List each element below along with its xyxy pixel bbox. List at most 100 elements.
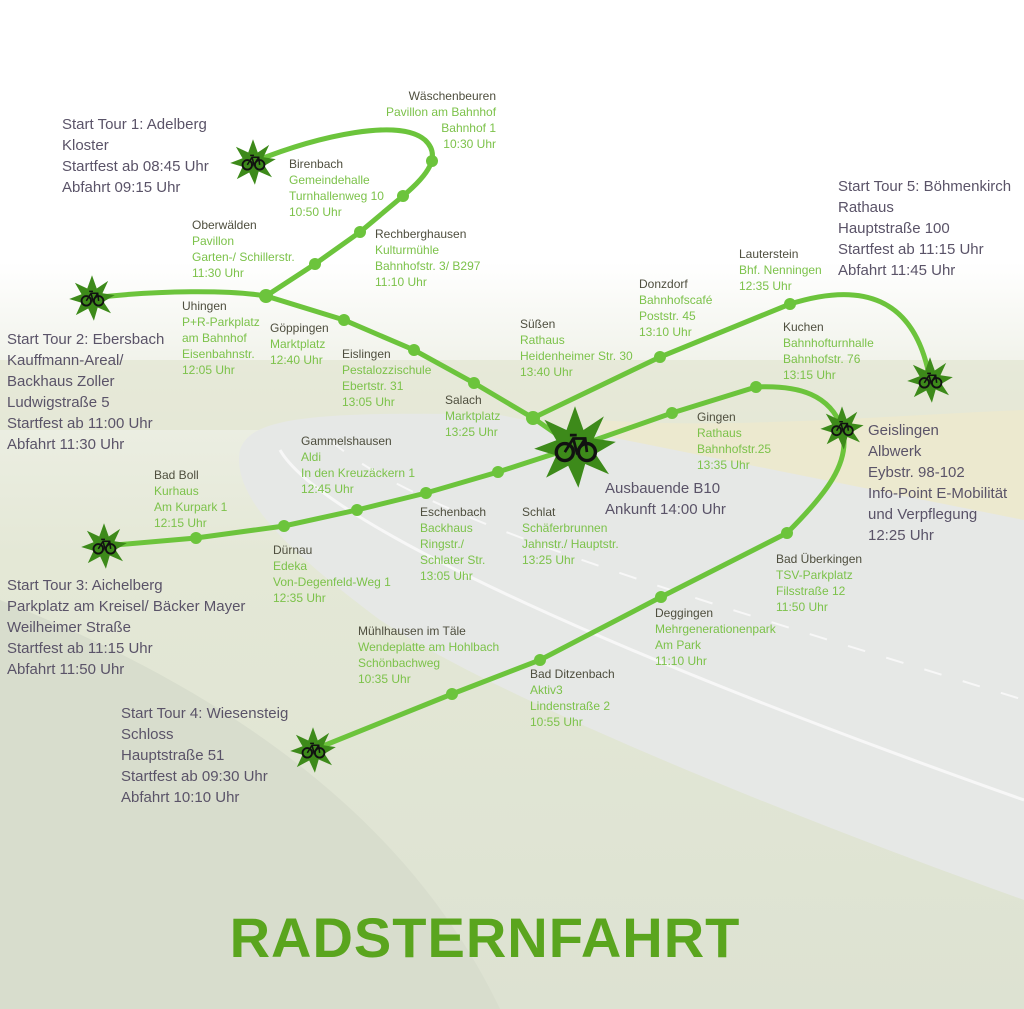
stop-name: Uhingen	[182, 299, 227, 313]
stop-name: Donzdorf	[639, 277, 688, 291]
stop-detail: 11:10 Uhr	[655, 654, 707, 668]
stop-detail: am Bahnhof	[182, 331, 247, 345]
stop-detail: Marktplatz	[270, 337, 326, 351]
start-star-tour-4-bike-icon	[289, 726, 337, 774]
stop-name: Eschenbach	[420, 505, 487, 519]
stop-detail: Pestalozzischule	[342, 363, 432, 377]
start-address: Weilheimer Straße	[7, 619, 131, 636]
stop-detail: Turnhallenweg 10	[289, 189, 384, 203]
stop-name: Gammelshausen	[301, 434, 392, 448]
info-line: Eybstr. 98-102	[868, 464, 965, 481]
stop-detail: Ringstr./	[420, 537, 465, 551]
start-title: Start Tour 5: Böhmenkirch	[838, 178, 1012, 195]
start-title: Start Tour 2: Ebersbach	[7, 331, 165, 348]
stop-detail: 12:35 Uhr	[739, 279, 792, 293]
finish-info: Ausbauende B10 Ankunft 14:00 Uhr	[605, 478, 726, 520]
route-tour-2	[89, 289, 578, 450]
start-location: Parkplatz am Kreisel/ Bäcker Mayer	[7, 598, 246, 615]
stop-name: Deggingen	[655, 606, 714, 620]
start-address: Ludwigstraße 5	[7, 394, 110, 411]
stop-detail: Kulturmühle	[375, 243, 440, 257]
start-star-tour-2-bike-icon	[68, 274, 116, 322]
stop-name: Wäschenbeuren	[408, 89, 496, 103]
stop-detail: Heidenheimer Str. 30	[520, 349, 633, 363]
start-party-time: Startfest ab 11:00 Uhr	[7, 415, 153, 432]
stop-name: Bad Boll	[154, 468, 199, 482]
start-title: Start Tour 1: Adelberg	[62, 116, 207, 133]
start-tour-5: Start Tour 5: Böhmenkirch Rathaus Haupts…	[838, 176, 1011, 281]
stop-detail: Ebertstr. 31	[342, 379, 404, 393]
start-departure: Abfahrt 11:45 Uhr	[838, 262, 956, 279]
start-star-tour-3-bike-icon	[80, 522, 128, 570]
stop-detail: 13:25 Uhr	[522, 553, 575, 567]
stop-detail: 10:50 Uhr	[289, 205, 342, 219]
stop-detail: Filsstraße 12	[776, 584, 846, 598]
start-departure: Abfahrt 11:50 Uhr	[7, 661, 125, 678]
highway-road	[239, 413, 1024, 900]
start-star-tour-5-bike-icon	[906, 356, 954, 404]
start-tour-3: Start Tour 3: Aichelberg Parkplatz am Kr…	[7, 575, 245, 680]
start-departure: Abfahrt 11:30 Uhr	[7, 436, 125, 453]
stop-detail: TSV-Parkplatz	[776, 568, 853, 582]
stop-detail: Schönbachweg	[358, 656, 441, 670]
stop-detail: Eisenbahnstr.	[182, 347, 255, 361]
info-line: 12:25 Uhr	[868, 527, 934, 544]
stop-detail: 12:45 Uhr	[301, 482, 354, 496]
geislingen-info: Geislingen Albwerk Eybstr. 98-102 Info-P…	[868, 420, 1007, 546]
stop-name: Kuchen	[783, 320, 824, 334]
stop-detail: Am Kurpark 1	[154, 500, 228, 514]
stop-name: Salach	[445, 393, 482, 407]
stop-name: Birenbach	[289, 157, 344, 171]
stop-detail: Aldi	[301, 450, 322, 464]
stop-detail: Gemeindehalle	[289, 173, 370, 187]
start-title: Start Tour 3: Aichelberg	[7, 577, 163, 594]
start-address: Hauptstraße 51	[121, 747, 225, 764]
start-title: Start Tour 4: Wiesensteig	[121, 705, 289, 722]
stop-detail: Bahnhofturnhalle	[783, 336, 874, 350]
start-party-time: Startfest ab 11:15 Uhr	[7, 640, 153, 657]
stop-detail: 10:55 Uhr	[530, 715, 583, 729]
page-title: RADSTERNFAHRT	[229, 906, 741, 969]
stop-detail: Schäferbrunnen	[522, 521, 608, 535]
stop-detail: Am Park	[655, 638, 702, 652]
info-line: und Verpflegung	[868, 506, 978, 523]
stop-detail: Schlater Str.	[420, 553, 486, 567]
stop-detail: Bahnhofstr. 3/ B297	[375, 259, 481, 273]
start-tour-4: Start Tour 4: Wiesensteig Schloss Haupts…	[121, 703, 288, 808]
info-line: Info-Point E-Mobilität	[868, 485, 1008, 502]
start-address: Hauptstraße 100	[838, 220, 950, 237]
start-location: Kloster	[62, 137, 109, 154]
stop-dots	[190, 155, 796, 700]
stop-detail: 13:40 Uhr	[520, 365, 573, 379]
stop-detail: 10:35 Uhr	[358, 672, 411, 686]
stop-name: Bad Überkingen	[776, 552, 863, 566]
stop-detail: Aktiv3	[530, 683, 563, 697]
stop-detail: 12:15 Uhr	[154, 516, 207, 530]
stop-name: Rechberghausen	[375, 227, 467, 241]
stop-detail: Bahnhofstr. 76	[783, 352, 861, 366]
start-departure: Abfahrt 09:15 Uhr	[62, 179, 181, 196]
start-location: Schloss	[121, 726, 174, 743]
start-tour-1: Start Tour 1: Adelberg Kloster Startfest…	[62, 114, 209, 198]
finish-location: Ausbauende B10	[605, 480, 721, 497]
stop-detail: Mehrgenerationenpark	[655, 622, 776, 636]
stop-name: Dürnau	[273, 543, 313, 557]
stop-detail: 13:25 Uhr	[445, 425, 498, 439]
stop-detail: Jahnstr./ Hauptstr.	[522, 537, 619, 551]
stop-detail: Lindenstraße 2	[530, 699, 611, 713]
stop-detail: P+R-Parkplatz	[182, 315, 260, 329]
